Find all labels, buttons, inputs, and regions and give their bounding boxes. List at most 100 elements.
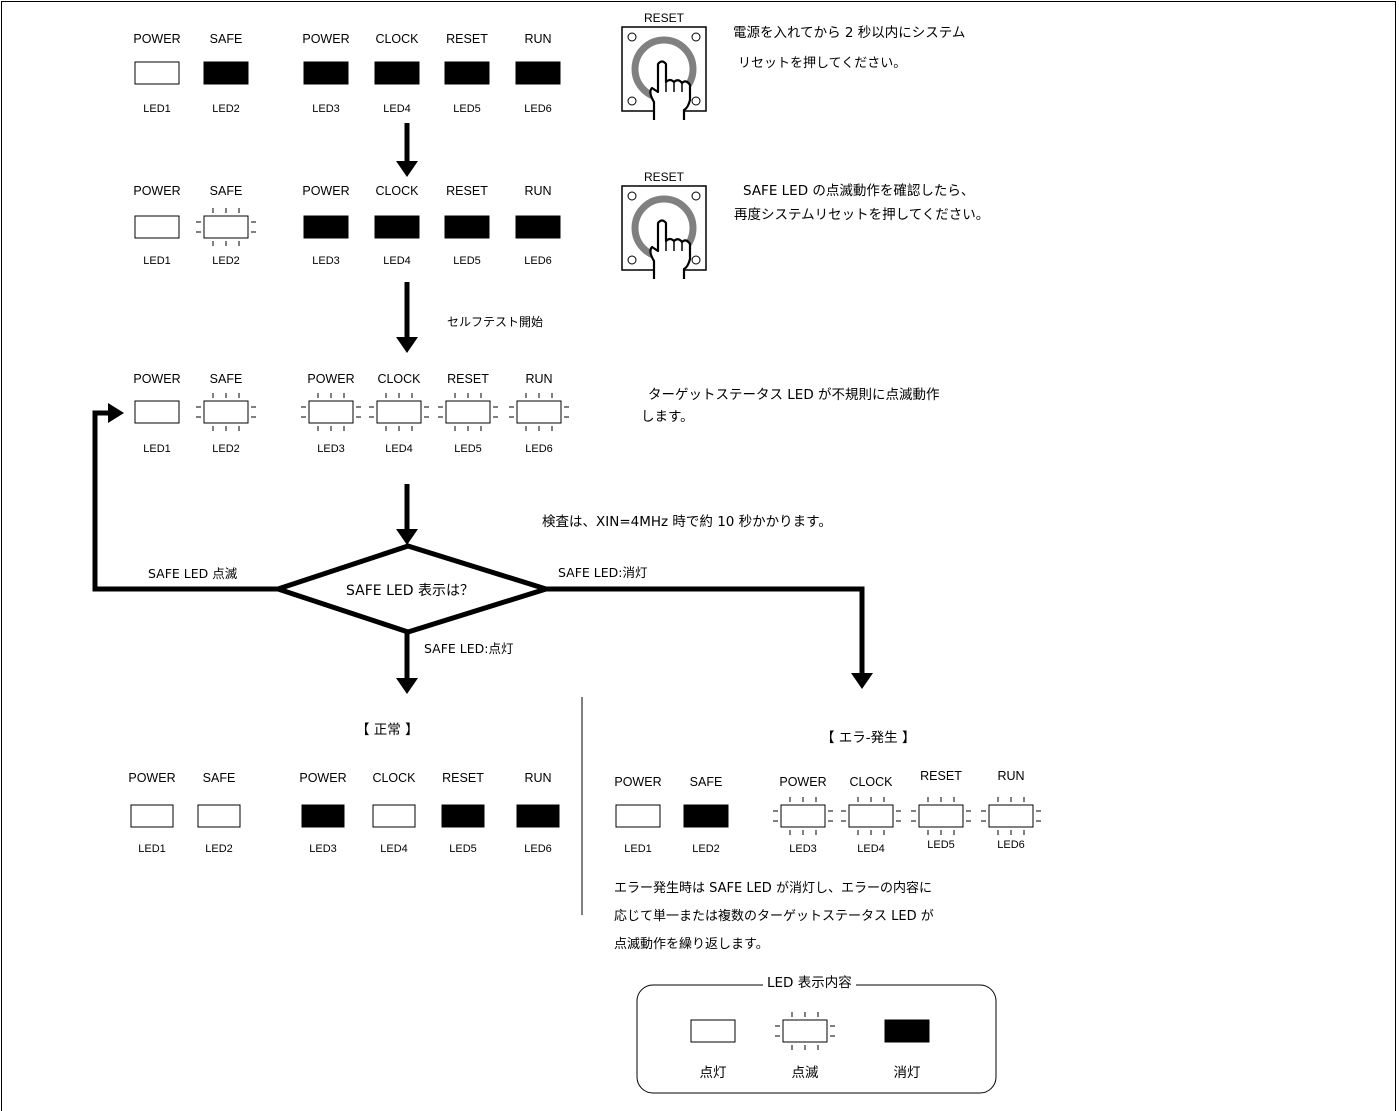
led-top-label-row3-4: CLOCK <box>377 372 421 386</box>
led-unlit-box <box>374 61 420 85</box>
led-row2-4 <box>374 215 420 239</box>
led-lit-box <box>988 804 1034 828</box>
led-top-label-row1-2: SAFE <box>210 32 243 46</box>
hand-icon <box>649 60 692 120</box>
led-top-label-row2-5: RESET <box>446 184 488 198</box>
led-bottom-label-row2-1: LED1 <box>143 255 171 267</box>
led-lit-box <box>308 400 354 424</box>
led-lit-box <box>197 804 241 828</box>
mount-hole <box>691 255 701 265</box>
led-top-label-normal-2: SAFE <box>203 771 236 785</box>
led-top-label-normal-5: RESET <box>442 771 484 785</box>
led-unlit-box <box>683 804 729 828</box>
arrow-head <box>396 337 418 353</box>
led-bottom-label-row3-1: LED1 <box>143 443 171 455</box>
led-top-label-row2-4: CLOCK <box>375 184 419 198</box>
led-bottom-label-error-1: LED1 <box>624 843 652 855</box>
led-bottom-label-row1-3: LED3 <box>312 103 340 115</box>
led-bottom-label-row2-6: LED6 <box>524 255 552 267</box>
led-top-label-normal-3: POWER <box>299 771 346 785</box>
led-normal-3 <box>301 804 345 828</box>
legend-led-on <box>690 1019 736 1043</box>
led-bottom-label-error-4: LED4 <box>857 843 885 855</box>
led-row1-1 <box>134 61 180 85</box>
led-top-label-row1-1: POWER <box>133 32 180 46</box>
led-row1-5 <box>444 61 490 85</box>
led-row2-2 <box>196 208 256 246</box>
led-row2-3 <box>303 215 349 239</box>
led-bottom-label-row3-3: LED3 <box>317 443 345 455</box>
led-top-label-row3-2: SAFE <box>210 372 243 386</box>
legend-led-blink <box>775 1012 835 1050</box>
error-description-line3: 点滅動作を繰り返します。 <box>614 937 769 952</box>
led-unlit-box <box>441 804 485 828</box>
led-lit-box <box>130 804 174 828</box>
led-top-label-row2-6: RUN <box>524 184 551 198</box>
led-row1-3 <box>303 61 349 85</box>
led-row3-1 <box>134 400 180 424</box>
led-bottom-label-row2-4: LED4 <box>383 255 411 267</box>
led-row3-2 <box>196 393 256 431</box>
led-top-label-row1-4: CLOCK <box>375 32 419 46</box>
led-error-4 <box>841 797 901 835</box>
led-normal-5 <box>441 804 485 828</box>
inspection-time-note: 検査は、XIN=4MHz 時で約 10 秒かかります。 <box>542 514 832 530</box>
mount-hole <box>627 255 637 265</box>
reset-button-label: RESET <box>644 11 685 25</box>
led-unlit-box <box>444 215 490 239</box>
led-row2-1 <box>134 215 180 239</box>
led-top-label-normal-4: CLOCK <box>372 771 416 785</box>
led-bottom-label-normal-5: LED5 <box>449 843 477 855</box>
led-bottom-label-row2-2: LED2 <box>212 255 240 267</box>
arrow-head <box>396 529 418 545</box>
led-top-label-error-6: RUN <box>997 769 1024 783</box>
led-lit-box <box>134 61 180 85</box>
led-top-label-normal-6: RUN <box>524 771 551 785</box>
step1-instruction-line1: 電源を入れてから 2 秒以内にシステム <box>733 25 966 41</box>
led-lit-box <box>848 804 894 828</box>
led-row2-6 <box>515 215 561 239</box>
led-top-label-row1-6: RUN <box>524 32 551 46</box>
arrow-decision-to-normal <box>396 633 418 694</box>
led-top-label-error-1: POWER <box>614 775 661 789</box>
led-top-label-row2-3: POWER <box>302 184 349 198</box>
led-error-2 <box>683 804 729 828</box>
legend-on-label: 点灯 <box>699 1065 727 1081</box>
led-top-label-row1-5: RESET <box>446 32 488 46</box>
decision-label: SAFE LED 表示は？ <box>346 583 474 599</box>
branch-off-arrowhead <box>851 673 873 689</box>
led-unlit-box <box>444 61 490 85</box>
mount-hole <box>691 191 701 201</box>
mount-hole <box>691 96 701 106</box>
led-normal-4 <box>372 804 416 828</box>
led-unlit-box <box>303 215 349 239</box>
reset-button-step2 <box>621 185 707 279</box>
led-lit-box <box>918 804 964 828</box>
led-row1-4 <box>374 61 420 85</box>
led-bottom-label-row3-6: LED6 <box>525 443 553 455</box>
led-bottom-label-row1-5: LED5 <box>453 103 481 115</box>
led-top-label-row3-3: POWER <box>307 372 354 386</box>
led-normal-6 <box>516 804 560 828</box>
led-bottom-label-row3-5: LED5 <box>454 443 482 455</box>
error-description-line1: エラー発生時は SAFE LED が消灯し、エラーの内容に <box>614 881 932 896</box>
led-top-label-error-2: SAFE <box>690 775 723 789</box>
branch-off-label: SAFE LED:消灯 <box>558 565 648 580</box>
led-bottom-label-error-6: LED6 <box>997 839 1025 851</box>
led-error-1 <box>615 804 661 828</box>
error-result-title: 【 エラ-発生 】 <box>821 730 916 746</box>
legend-off-label: 消灯 <box>893 1065 921 1081</box>
mount-hole <box>627 32 637 42</box>
legend-blink-label: 点滅 <box>791 1065 819 1081</box>
led-top-label-error-4: CLOCK <box>849 775 893 789</box>
mount-hole <box>627 96 637 106</box>
led-row1-6 <box>515 61 561 85</box>
led-unlit-box <box>374 215 420 239</box>
mount-hole <box>691 32 701 42</box>
led-bottom-label-row2-5: LED5 <box>453 255 481 267</box>
led-row3-6 <box>509 393 569 431</box>
led-row1-2 <box>203 61 249 85</box>
